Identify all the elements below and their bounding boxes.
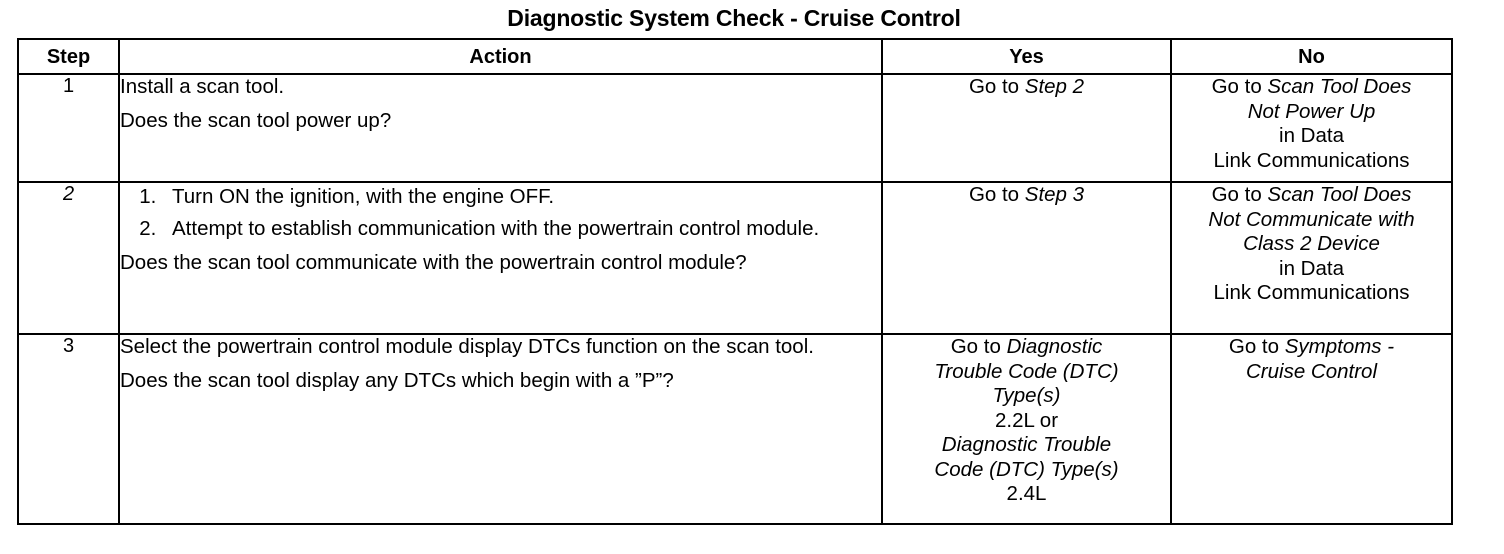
branch-text-plain: in Data <box>1279 124 1344 147</box>
branch-line: Trouble Code (DTC) <box>883 360 1170 385</box>
branch-line: Cruise Control <box>1172 360 1451 385</box>
branch-line: 2.2L or <box>883 409 1170 434</box>
branch-content: Go to Symptoms -Cruise Control <box>1172 335 1451 384</box>
branch-text-reference: Class 2 Device <box>1243 232 1380 255</box>
branch-content: Go to Step 3 <box>883 183 1170 208</box>
branch-text-reference: Scan Tool Does <box>1267 75 1412 98</box>
step-number: 3 <box>17 333 120 525</box>
branch-line: Not Power Up <box>1172 100 1451 125</box>
branch-line: in Data <box>1172 257 1451 282</box>
branch-text-plain: Go to <box>950 335 1007 358</box>
action-paragraph: Select the powertrain control module dis… <box>120 335 814 358</box>
branch-text-plain: Go to <box>1211 75 1268 98</box>
action-cell: Turn ON the ignition, with the engine OF… <box>118 181 883 335</box>
branch-text-reference: Cruise Control <box>1245 359 1378 383</box>
branch-line: Class 2 Device <box>1172 232 1451 257</box>
action-step-list: Turn ON the ignition, with the engine OF… <box>120 185 881 241</box>
branch-text-reference: Not Communicate with <box>1208 207 1415 231</box>
branch-text-reference: Diagnostic Trouble <box>941 433 1112 456</box>
branch-text-reference: Symptoms - <box>1284 335 1395 358</box>
table-row: 1 Install a scan tool. Does the scan tool… <box>17 73 1453 183</box>
action-paragraph: Does the scan tool display any DTCs whic… <box>120 369 674 392</box>
page-title: Diagnostic System Check - Cruise Control <box>507 5 961 31</box>
branch-line: Type(s) <box>883 384 1170 409</box>
branch-text-reference: Step 2 <box>1024 75 1085 98</box>
branch-line: Go to Diagnostic <box>883 335 1170 360</box>
branch-line: Go to Scan Tool Does <box>1172 183 1451 208</box>
step-number: 2 <box>17 181 120 335</box>
action-cell: Select the powertrain control module dis… <box>118 333 883 525</box>
branch-text-plain: Link Communications <box>1213 281 1410 304</box>
column-header-no: No <box>1170 38 1453 75</box>
branch-line: Code (DTC) Type(s) <box>883 458 1170 483</box>
column-header-action: Action <box>118 38 883 75</box>
table-row: 2 Turn ON the ignition, with the engine … <box>17 181 1453 335</box>
branch-line: Diagnostic Trouble <box>883 433 1170 458</box>
action-content: Select the powertrain control module dis… <box>120 335 881 393</box>
branch-text-reference: Trouble Code (DTC) <box>934 359 1119 383</box>
branch-line: Link Communications <box>1172 281 1451 306</box>
action-paragraph: Does the scan tool communicate with the … <box>120 251 747 274</box>
diagnostic-steps-table: Step Action Yes No 1 Install a scan tool… <box>17 38 1453 525</box>
column-header-yes: Yes <box>881 38 1172 75</box>
branch-text-reference: Not Power Up <box>1247 99 1376 123</box>
branch-line: in Data <box>1172 124 1451 149</box>
action-paragraph: Install a scan tool. <box>120 75 285 98</box>
table-header-row: Step Action Yes No <box>17 38 1453 75</box>
action-step-list-item: Turn ON the ignition, with the engine OF… <box>162 185 881 209</box>
yes-branch-cell: Go to Step 2 <box>881 73 1172 183</box>
action-step-list-item: Attempt to establish communication with … <box>162 217 881 241</box>
yes-branch-cell: Go to Step 3 <box>881 181 1172 335</box>
branch-text-plain: Link Communications <box>1213 148 1410 172</box>
table-row: 3 Select the powertrain control module d… <box>17 333 1453 525</box>
branch-line: Not Communicate with <box>1172 208 1451 233</box>
branch-text-reference: Diagnostic <box>1006 335 1103 358</box>
branch-text-plain: Go to <box>968 183 1025 206</box>
branch-text-reference: Type(s) <box>992 384 1061 407</box>
action-cell: Install a scan tool. Does the scan tool p… <box>118 73 883 183</box>
step-number: 1 <box>17 73 120 183</box>
branch-line: 2.4L <box>883 482 1170 507</box>
branch-line: Go to Step 2 <box>883 75 1170 100</box>
branch-text-plain: 2.2L or <box>994 408 1059 432</box>
column-header-step: Step <box>17 38 120 75</box>
branch-text-plain: Go to <box>1211 183 1268 206</box>
branch-text-plain: Go to <box>1228 335 1285 358</box>
branch-text-reference: Step 3 <box>1024 183 1085 206</box>
action-content: Turn ON the ignition, with the engine OF… <box>120 185 881 275</box>
no-branch-cell: Go to Symptoms -Cruise Control <box>1170 333 1453 525</box>
branch-line: Go to Scan Tool Does <box>1172 75 1451 100</box>
branch-line: Go to Step 3 <box>883 183 1170 208</box>
branch-text-plain: in Data <box>1279 256 1344 280</box>
branch-line: Go to Symptoms - <box>1172 335 1451 360</box>
action-paragraph: Does the scan tool power up? <box>120 109 392 132</box>
branch-text-reference: Scan Tool Does <box>1267 183 1412 206</box>
branch-text-reference: Code (DTC) Type(s) <box>934 457 1119 481</box>
branch-line: Link Communications <box>1172 149 1451 174</box>
branch-text-plain: Go to <box>968 75 1025 98</box>
branch-text-plain: 2.4L <box>1006 482 1047 505</box>
action-content: Install a scan tool. Does the scan tool p… <box>120 75 881 133</box>
branch-content: Go to Step 2 <box>883 75 1170 100</box>
